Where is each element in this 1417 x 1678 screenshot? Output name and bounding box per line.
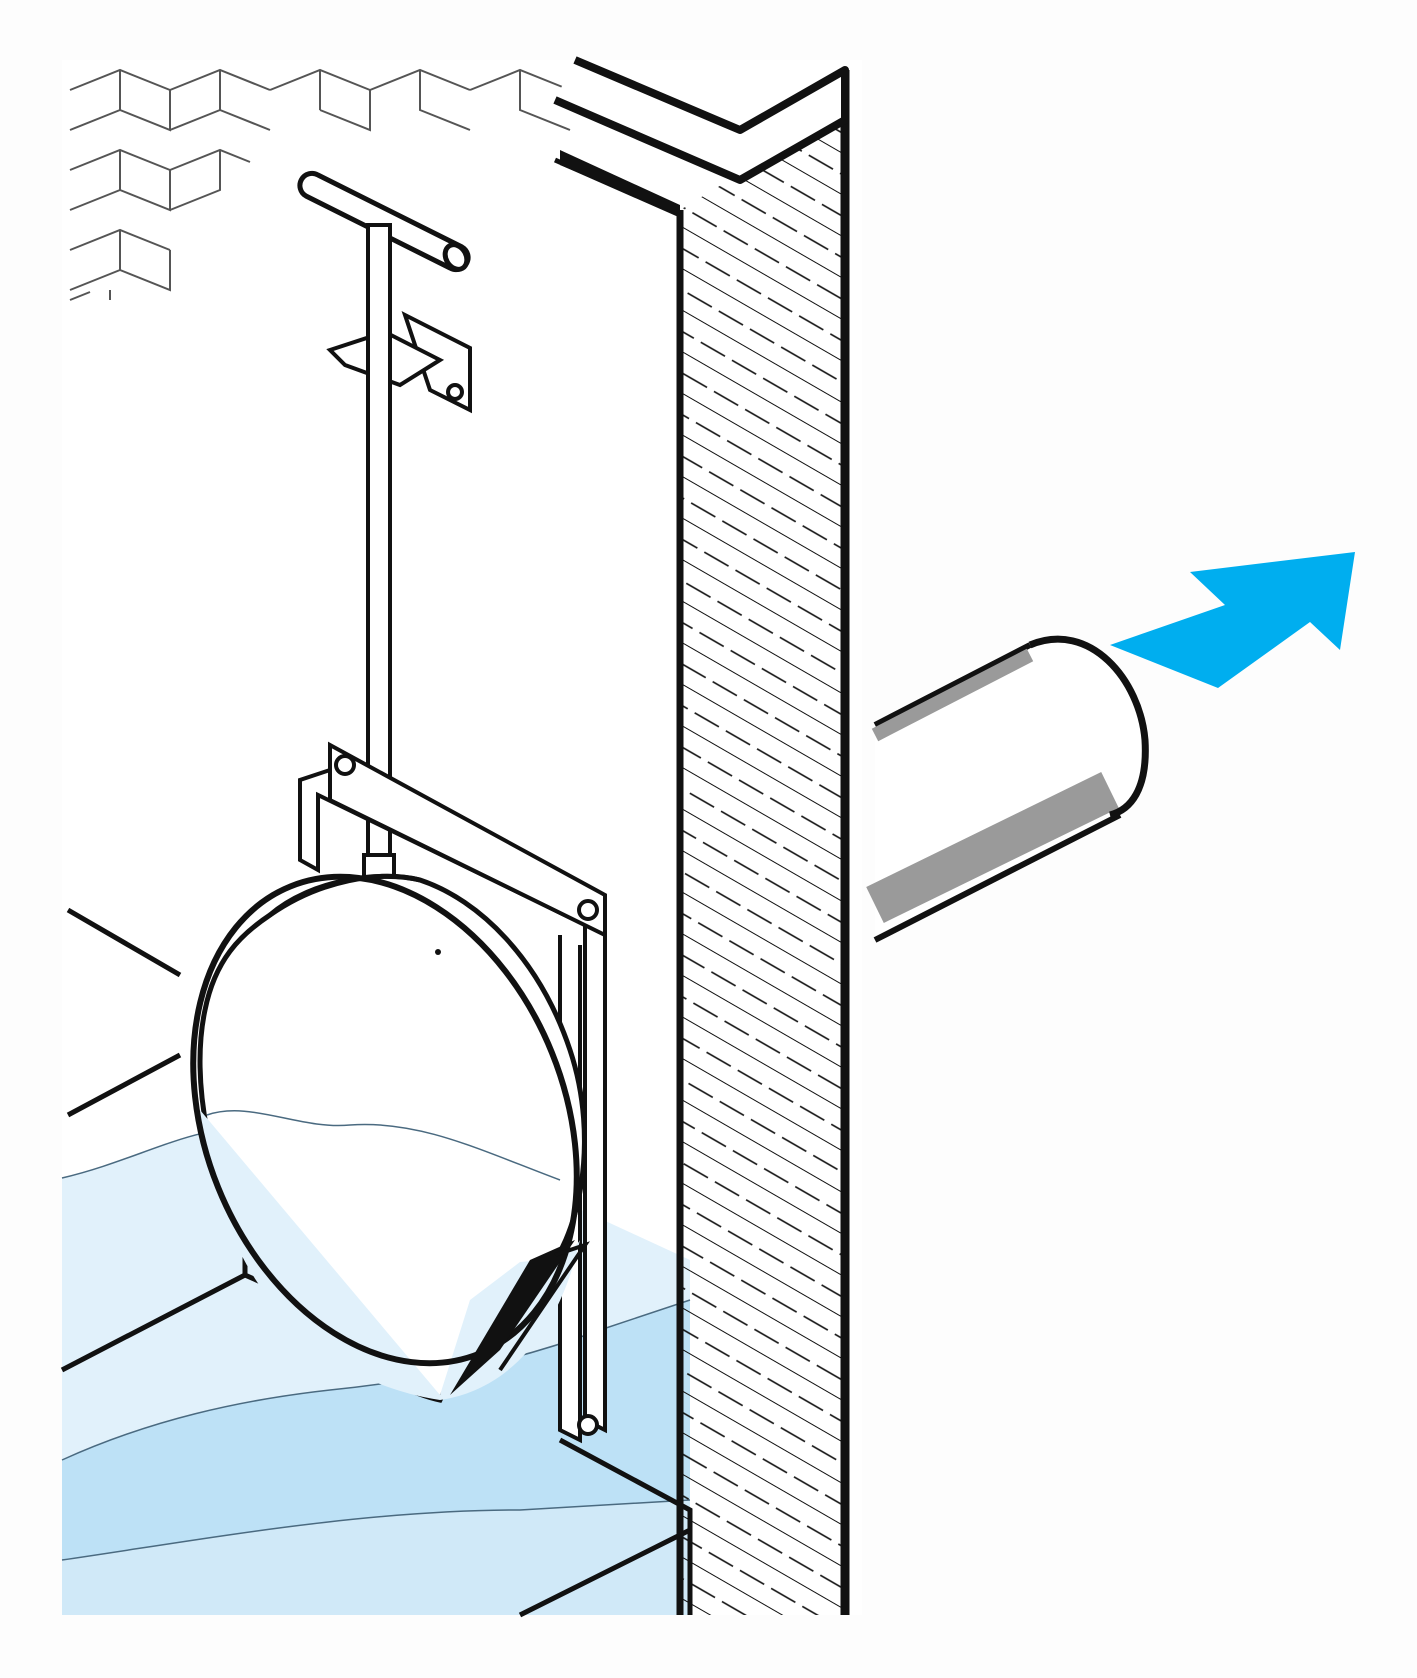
outlet-pipe-icon (866, 635, 1149, 943)
flow-arrow-icon (1110, 552, 1355, 688)
drain-grate-icon (69, 68, 571, 301)
wall-section-icon (553, 56, 850, 1615)
flap-valve-icon (190, 873, 590, 1403)
t-handle-icon (297, 170, 471, 273)
